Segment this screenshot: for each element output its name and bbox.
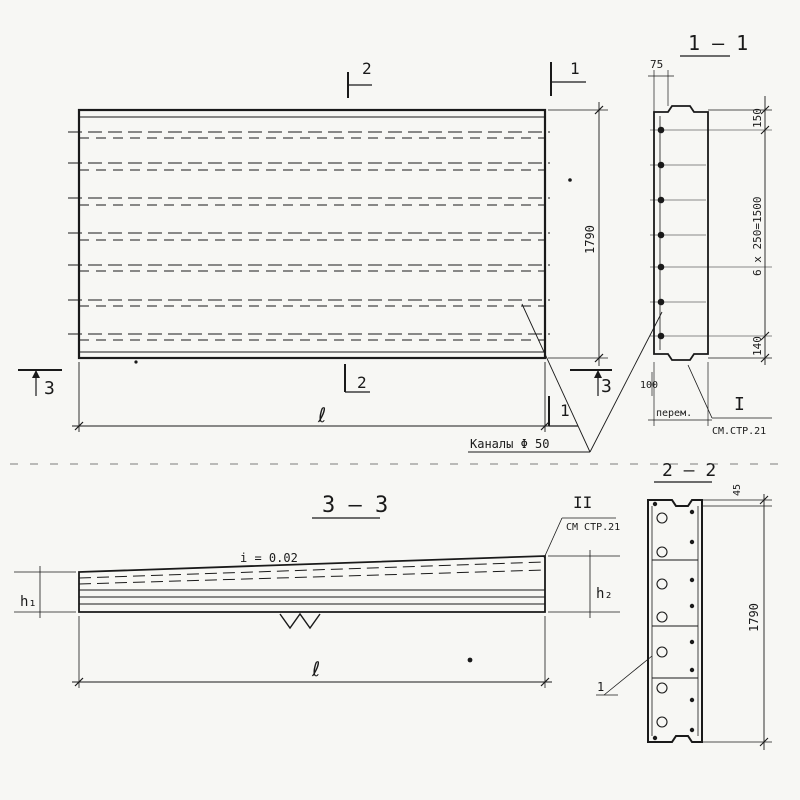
- channel-7: [68, 333, 550, 341]
- channel-6: [68, 299, 550, 307]
- section-2-2-title: 2 — 2: [662, 460, 716, 481]
- section-1-1-node-ref: СМ.СТР.21: [712, 426, 766, 437]
- length-dimension: ℓ: [72, 362, 552, 432]
- section-1-1-hole-axes: [650, 129, 772, 337]
- channel-3: [68, 197, 550, 206]
- section-3-3: 3 — 3 i = 0.02 h₁ h₂ ℓ II СМ СТР.21: [14, 493, 620, 688]
- section-2-2-cells: [652, 559, 698, 679]
- channel-1: [68, 131, 550, 139]
- channel-5: [68, 264, 550, 272]
- section-2-2-dim-top: 45: [732, 484, 743, 496]
- section-1-1-title: 1 — 1: [688, 31, 748, 55]
- section-2-2: 2 — 2: [596, 460, 772, 750]
- section-3-3-node-ref: СМ СТР.21: [566, 522, 620, 533]
- cut-mark-2-top: 2: [347, 59, 372, 98]
- section-1-1-outline: [653, 105, 709, 361]
- section-1-1-dim-bottom: 140: [751, 336, 764, 356]
- cut-3-right-label: 3: [601, 376, 612, 397]
- channel-lines: [68, 131, 550, 341]
- section-1-1-perem: перем.: [656, 408, 692, 419]
- cut-3-left-label: 3: [44, 378, 55, 399]
- cut-2-top-label: 2: [362, 59, 372, 78]
- cut-mark-1-top: 1: [550, 59, 586, 96]
- height-dim-label: 1790: [583, 225, 597, 254]
- channel-4: [68, 232, 550, 241]
- section-1-1-node-label: I: [734, 394, 745, 415]
- section-1-1-top-offset: 75: [650, 58, 663, 71]
- section-1-1-holes: [657, 126, 665, 340]
- section-3-3-slope: i = 0.02: [240, 551, 298, 565]
- plan-view: 2 1 3 2 3 1: [18, 59, 663, 453]
- section-3-3-node-label: II: [573, 493, 592, 512]
- section-2-2-height: 1790: [747, 603, 761, 632]
- length-label: ℓ: [317, 403, 326, 427]
- section-1-1-dim-left: 100: [640, 380, 658, 391]
- section-3-3-title: 3 — 3: [322, 493, 388, 518]
- cut-1-top-label: 1: [570, 59, 580, 78]
- cut-mark-2-bottom: 2: [344, 364, 370, 393]
- channels-callout: Каналы Φ 50: [468, 303, 663, 453]
- cut-1-bottom-label: 1: [560, 401, 570, 420]
- section-1-1-dim-top: 150: [751, 108, 764, 128]
- cut-mark-3-left: 3: [18, 369, 62, 399]
- panel-outline: [77, 108, 547, 360]
- h1-label: h₁: [20, 594, 37, 610]
- cut-mark-1-bottom: 1: [548, 396, 578, 427]
- section-2-2-callout: 1: [597, 680, 604, 694]
- section-3-3-length: ℓ: [311, 657, 320, 681]
- section-3-3-outline: [78, 555, 546, 613]
- section-2-2-outline: [647, 499, 703, 743]
- cut-mark-3-right: 3: [570, 369, 612, 397]
- section-1-1: 1 — 1 75: [640, 31, 772, 437]
- section-2-2-channels: [656, 512, 668, 728]
- h2-label: h₂: [596, 586, 613, 602]
- scan-specks: [134, 178, 572, 663]
- channels-label: Каналы Φ 50: [470, 437, 549, 451]
- break-symbol: [279, 612, 321, 630]
- channel-2: [68, 162, 550, 171]
- section-1-1-dim-mid: 6 x 250=1500: [751, 197, 764, 276]
- cut-2-bottom-label: 2: [357, 373, 367, 392]
- section-2-2-dots: [652, 501, 695, 741]
- height-dimension: 1790: [548, 102, 608, 366]
